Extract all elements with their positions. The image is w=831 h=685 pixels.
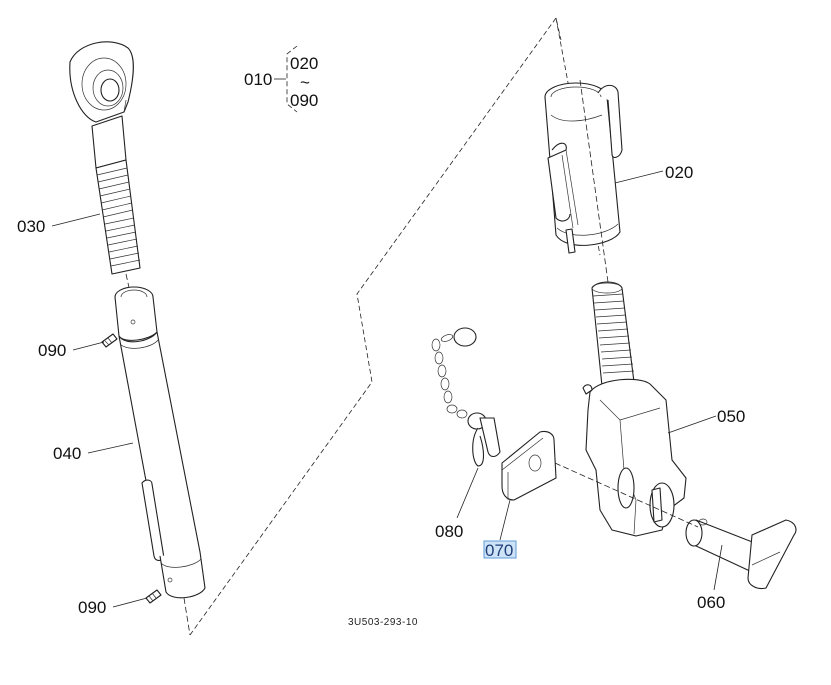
leader-090b <box>112 597 148 608</box>
leader-060 <box>713 544 723 591</box>
callout-080[interactable]: 080 <box>435 522 463 541</box>
leader-050 <box>667 415 717 434</box>
assembly-range-start: 020 <box>290 54 318 73</box>
leader-070 <box>499 499 511 541</box>
axis-left-bottom <box>183 597 191 636</box>
part-020-latch-sleeve[interactable] <box>544 82 623 254</box>
selected-callout-highlight <box>483 540 517 559</box>
axis-pin <box>554 462 699 528</box>
part-090-grease-nipple-bottom[interactable] <box>145 589 162 604</box>
callout-090-bottom[interactable]: 090 <box>78 598 106 617</box>
assembly-reference: 010 020 ~ 090 <box>244 45 318 113</box>
part-080-linch-pin-chain[interactable] <box>431 327 501 467</box>
callout-040[interactable]: 040 <box>53 444 81 463</box>
axis-left-top <box>125 273 131 293</box>
callout-030[interactable]: 030 <box>17 217 45 236</box>
assembly-label: 010 <box>244 70 272 89</box>
leader-090a <box>72 341 105 351</box>
leader-020 <box>614 170 664 184</box>
part-060-pin[interactable] <box>685 518 797 590</box>
callout-060[interactable]: 060 <box>697 593 725 612</box>
part-050-clevis[interactable] <box>582 281 687 537</box>
axis-right-top <box>579 79 609 283</box>
part-030-rod-end[interactable] <box>69 41 141 275</box>
callout-070-selected[interactable]: 070 <box>485 541 513 560</box>
part-040-tube[interactable] <box>114 286 206 599</box>
callout-090-top[interactable]: 090 <box>38 341 66 360</box>
leader-030 <box>51 213 101 227</box>
drawing-code: 3U503-293-10 <box>348 617 418 628</box>
callout-050[interactable]: 050 <box>717 407 745 426</box>
assembly-range-end: 090 <box>290 91 318 110</box>
part-090-grease-nipple-top[interactable] <box>101 333 118 348</box>
part-070-plate[interactable] <box>501 430 557 501</box>
assembly-boundary <box>189 17 562 636</box>
leader-040 <box>87 442 134 454</box>
callout-020[interactable]: 020 <box>665 163 693 182</box>
leader-080 <box>456 467 479 519</box>
assembly-range-separator: ~ <box>300 73 310 92</box>
